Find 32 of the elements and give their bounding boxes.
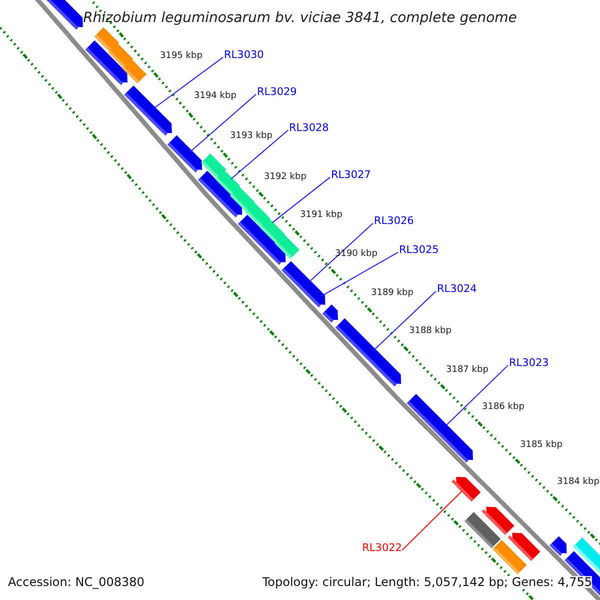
gene-label: RL3022: [362, 543, 402, 554]
scale-label: 3187 kbp: [446, 366, 488, 374]
scale-label: 3193 kbp: [230, 132, 272, 140]
leader-line: [152, 56, 224, 110]
leader-line: [272, 176, 330, 224]
scale-label: 3184 kbp: [557, 478, 600, 486]
gene-label: RL3028: [289, 123, 329, 134]
leader-line: [373, 290, 436, 351]
scale-label: 3188 kbp: [409, 326, 452, 336]
map-title: Rhizobium leguminosarum bv. viciae 3841, complete genome: [82, 11, 518, 25]
gene-label: RL3025: [399, 245, 439, 256]
gene-label: RL3024: [437, 284, 477, 294]
leader-line: [402, 490, 462, 551]
scale-label: 3191 kbp: [300, 210, 342, 220]
footer-text: Topology: circular; Length: 5,057,142 bp; Genes: 4,755: [262, 576, 592, 588]
leader-line: [190, 94, 256, 152]
scale-label: 3194 kbp: [194, 92, 236, 100]
leader-line: [230, 130, 288, 180]
scale-label: 3186 kbp: [482, 402, 524, 412]
footer-text: Accession: NC_008380: [8, 576, 144, 588]
leader-line: [446, 364, 508, 426]
scale-label: 3195 kbp: [160, 52, 202, 60]
scale-label: 3192 kbp: [264, 172, 306, 182]
gene-label: RL3026: [374, 216, 414, 226]
leader-line: [322, 252, 398, 296]
gene-label: RL3030: [224, 50, 264, 60]
leader-line: [308, 222, 374, 282]
gene-label: RL3029: [257, 87, 297, 98]
scale-label: 3189 kbp: [371, 288, 414, 298]
gene-label: RL3023: [509, 358, 549, 368]
gene-label: RL3027: [331, 170, 371, 180]
scale-label: 3185 kbp: [520, 440, 562, 450]
